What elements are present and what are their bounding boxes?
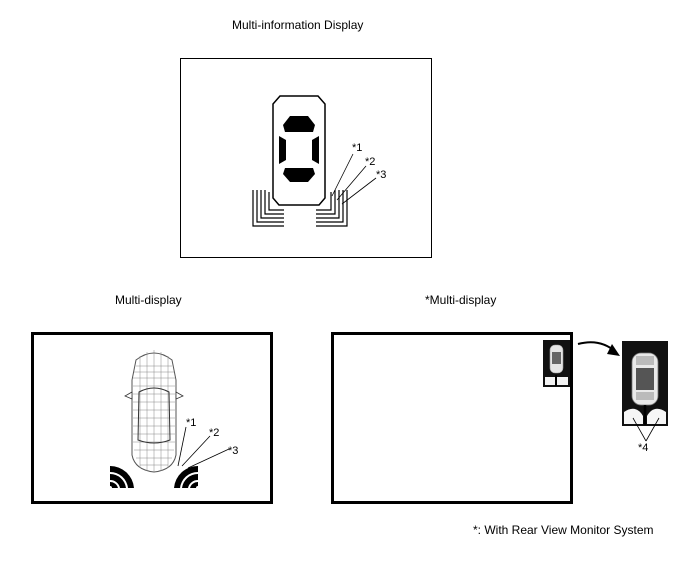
footnote: *: With Rear View Monitor System [473,523,654,537]
mid-callout-1: *1 [352,142,363,154]
md-callout-3: *3 [228,445,239,457]
md-callout-1: *1 [186,417,197,429]
md-car-cabin [137,387,171,444]
mid-callout-2: *2 [365,156,376,168]
title-multi-information-display: Multi-information Display [232,18,364,32]
md-callout-2: *2 [209,427,220,439]
md-car-right-mirror [175,391,184,400]
mid-car-rear-window [283,168,315,182]
mid-right-sensor-arcs [316,190,348,227]
mid-car-windshield [283,116,315,132]
md-car-left-mirror [124,391,133,400]
mid-callout-3: *3 [376,169,387,181]
mid-car-right-pillar [312,136,319,164]
title-multi-display-rear: *Multi-display [425,293,497,307]
rear-callout-4: *4 [638,442,649,454]
rear-multi-display-panel [331,332,573,504]
mid-car-left-pillar [279,136,286,164]
md-right-sensor-arcs [174,465,198,488]
title-multi-display: Multi-display [115,293,182,307]
zoom-arrowhead [607,344,620,356]
mid-left-sensor-arcs [252,190,284,227]
md-left-sensor-arcs [110,465,134,488]
